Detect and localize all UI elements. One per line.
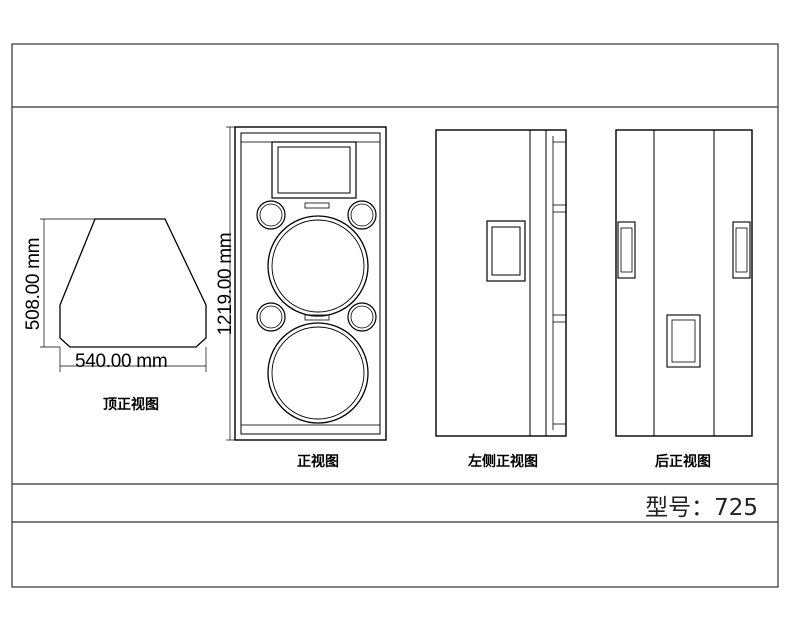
side-cabinet-outline: [435, 129, 567, 437]
front-tweeter-bottom-right: [347, 302, 377, 332]
front-cabinet-outline: [234, 126, 387, 441]
model-label: 型号：: [645, 495, 715, 521]
rear-handle-left-inner: [620, 227, 633, 273]
front-tweeter-top-left: [256, 200, 286, 230]
top-view-dimension-lines: [40, 218, 207, 372]
front-badge-top: [304, 202, 330, 209]
left-side-view-caption: 左侧正视图: [468, 454, 538, 470]
front-view-height-dimension: 1219.00 mm: [215, 232, 236, 336]
front-horn-outer: [271, 141, 357, 199]
front-badge-mid: [304, 314, 330, 321]
model-number: 型号：725: [645, 488, 758, 522]
side-handle-inner: [491, 226, 521, 276]
rear-terminal-plate-outer: [666, 314, 701, 368]
rear-handle-right-inner: [735, 227, 748, 273]
rear-handle-right-outer: [732, 221, 751, 279]
rear-cabinet-outline: [615, 129, 753, 437]
top-view-outline: [59, 218, 207, 348]
front-horn-inner: [277, 146, 351, 194]
front-tweeter-top-right: [347, 200, 377, 230]
front-cabinet-inner: [240, 132, 381, 435]
front-view-dimension-line: [226, 126, 235, 441]
rear-terminal-plate-inner: [671, 319, 696, 363]
rear-handle-left-outer: [617, 221, 636, 279]
rear-view-caption: 后正视图: [655, 454, 711, 470]
side-handle-outer: [486, 220, 526, 282]
drawing-frame: [11, 43, 779, 588]
front-bottom-band: [240, 424, 381, 435]
left-side-view: [435, 129, 567, 437]
top-view-caption: 顶正视图: [103, 397, 159, 413]
model-value: 725: [714, 495, 758, 521]
front-woofer-upper: [267, 215, 369, 317]
front-view-caption: 正视图: [297, 454, 339, 470]
top-view-depth-dimension: 508.00 mm: [23, 237, 44, 331]
front-view: [234, 126, 387, 441]
front-top-band: [240, 132, 381, 143]
front-woofer-lower: [267, 322, 369, 424]
rear-view: [615, 129, 753, 437]
top-view-width-dimension: 540.00 mm: [75, 351, 168, 372]
front-tweeter-bottom-left: [256, 302, 286, 332]
